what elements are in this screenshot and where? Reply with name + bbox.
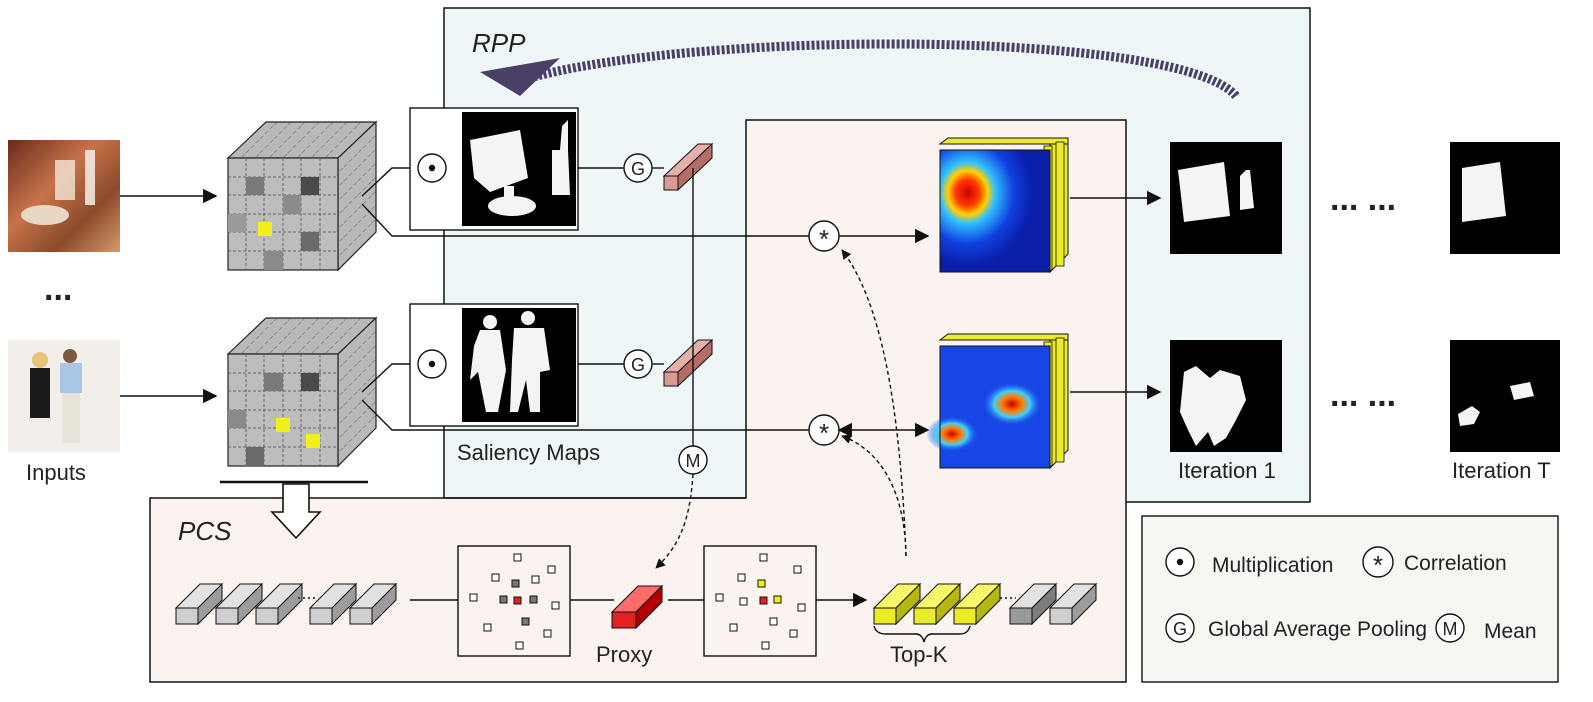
saliency-map-2 xyxy=(462,308,576,422)
dots-row-1: ... ... xyxy=(1330,180,1396,218)
legend-mean: Mean xyxy=(1484,620,1537,643)
topk-to-corr2-arrow xyxy=(841,434,907,557)
multiply-op-2 xyxy=(417,349,447,379)
feature-cube-1 xyxy=(226,120,378,272)
feature-vector-2 xyxy=(662,338,714,388)
legend-multiplication: Multiplication xyxy=(1212,554,1333,577)
grey-vector xyxy=(254,582,304,626)
legend-gap: Global Average Pooling xyxy=(1208,618,1427,641)
topk-brace xyxy=(873,625,971,643)
proxy-vector xyxy=(610,584,664,630)
result-iter1-img2 xyxy=(1170,340,1282,452)
inputs-label: Inputs xyxy=(26,460,86,485)
cube1-to-saliency-line xyxy=(361,167,410,197)
feature-scatter-2 xyxy=(703,545,817,657)
down-hollow-arrow-icon xyxy=(270,483,322,540)
gap-op-1: G xyxy=(623,153,653,183)
feature-cube-2 xyxy=(226,316,378,468)
feature-vector-1 xyxy=(662,142,714,192)
iteration-t-label: Iteration T xyxy=(1452,458,1551,483)
rpp-label: RPP xyxy=(472,28,526,58)
feedback-arrowhead-icon xyxy=(480,58,560,96)
legend-correlation-icon: * xyxy=(1362,546,1394,580)
input-image-2 xyxy=(8,340,120,452)
legend-correlation: Correlation xyxy=(1404,552,1507,575)
iteration-1-label: Iteration 1 xyxy=(1178,458,1276,483)
legend-multiplication-icon xyxy=(1165,547,1195,577)
svg-text:G: G xyxy=(631,355,645,375)
svg-text:M: M xyxy=(686,451,701,471)
svg-text:*: * xyxy=(1373,550,1383,580)
grey-vector xyxy=(348,582,398,626)
dots-row-2: ... ... xyxy=(1330,376,1396,414)
grey-vector xyxy=(1008,582,1058,626)
grey-vector xyxy=(214,582,264,626)
gap-op-2: G xyxy=(623,349,653,379)
svg-text:G: G xyxy=(1173,619,1187,639)
grey-vector xyxy=(174,582,224,626)
topk-vector-group xyxy=(872,582,1098,626)
svg-text:M: M xyxy=(1443,619,1458,639)
topk-to-corr1-arrow xyxy=(841,249,907,557)
topk-vector xyxy=(912,582,962,626)
feedback-arrow xyxy=(528,39,1240,100)
legend-mean-icon: M xyxy=(1435,613,1465,643)
result-iterT-img1 xyxy=(1450,142,1560,254)
grey-vector-group xyxy=(174,582,398,626)
ellipsis-inputs: ... xyxy=(44,270,72,308)
cube2-to-corr2-line xyxy=(361,399,810,431)
grey-vector xyxy=(308,582,358,626)
topk-label: Top-K xyxy=(890,642,948,667)
legend-gap-icon: G xyxy=(1165,613,1195,643)
result-iterT-img2 xyxy=(1450,340,1560,452)
feature-scatter-1 xyxy=(457,545,571,657)
mean-to-proxy-arrow xyxy=(655,473,694,569)
legend-box xyxy=(1141,515,1559,683)
multiply-op-1 xyxy=(417,153,447,183)
svg-text:G: G xyxy=(631,159,645,179)
saliency-map-1 xyxy=(462,112,576,226)
heatmap-stack-1 xyxy=(938,137,1069,274)
svg-text:*: * xyxy=(819,418,829,448)
proxy-label: Proxy xyxy=(596,642,652,667)
heatmap-stack-2 xyxy=(926,333,1069,470)
topk-vector xyxy=(952,582,1002,626)
input-image-1 xyxy=(8,140,120,252)
pcs-label: PCS xyxy=(178,516,232,546)
correlation-op-2: * xyxy=(808,414,840,448)
saliency-maps-label: Saliency Maps xyxy=(457,440,600,465)
cube1-to-corr1-line xyxy=(361,203,810,237)
grey-vector xyxy=(1048,582,1098,626)
cube2-to-saliency-line xyxy=(361,363,410,393)
mean-op: M xyxy=(678,445,708,475)
topk-vector xyxy=(872,582,922,626)
result-iter1-img1 xyxy=(1170,142,1282,254)
svg-text:*: * xyxy=(819,224,829,254)
